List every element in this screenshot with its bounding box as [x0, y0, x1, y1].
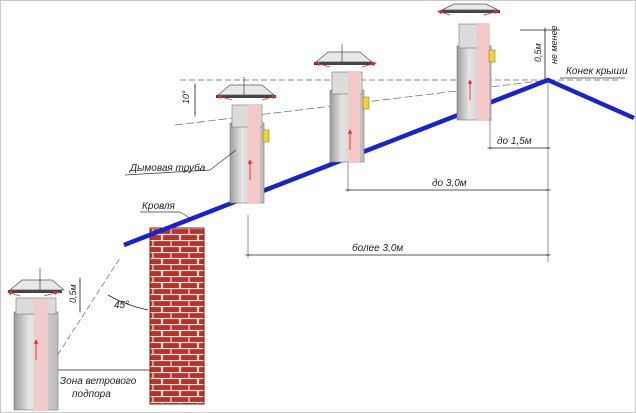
label-ridge: Конек крыши: [566, 66, 628, 77]
label-roof: Кровля: [142, 201, 176, 212]
chimney-pipe-1: [216, 77, 276, 204]
roof: [123, 77, 635, 248]
label-wind-zone-2: подпора: [72, 389, 111, 400]
chimney-pipe-2: [314, 44, 374, 163]
dimension-lines: [48, 27, 560, 371]
label-angle-45: 45°: [114, 300, 129, 311]
label-dist-3: более 3,0м: [352, 242, 403, 254]
label-chimney-pipe: Дымовая труба: [129, 162, 206, 174]
label-h-top-note: не менее: [549, 25, 559, 64]
label-wind-zone-1: Зона ветрового: [60, 376, 137, 387]
label-h-left: 0,5м: [68, 284, 78, 303]
leader-lines: [124, 77, 625, 219]
label-alpha: 10°: [181, 90, 191, 104]
label-h-top: 0,5м: [533, 43, 543, 62]
brick-chimney: [149, 227, 205, 405]
chimney-pipe-left: [8, 268, 65, 411]
smoke-flow-arrows: [7, 9, 499, 360]
label-dist-1: до 1,5м: [497, 136, 532, 147]
chimney-pipe-3: [440, 3, 500, 121]
label-dist-2: до 3,0м: [432, 178, 467, 189]
